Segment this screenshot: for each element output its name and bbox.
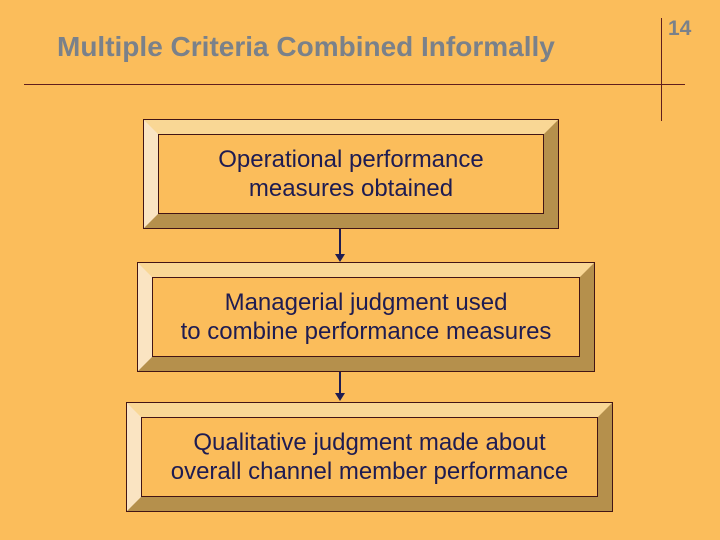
box-bevel-frame: Operational performance measures obtaine… bbox=[144, 120, 558, 228]
box-text: Managerial judgment used to combine perf… bbox=[152, 277, 580, 357]
flow-box-qualitative-judgment: Qualitative judgment made about overall … bbox=[126, 402, 613, 512]
box-text-line: measures obtained bbox=[248, 175, 454, 202]
flow-box-operational-measures: Operational performance measures obtaine… bbox=[143, 119, 559, 229]
connector-arrow-1 bbox=[334, 229, 346, 262]
arrow-head-down-icon bbox=[335, 393, 345, 401]
arrow-line bbox=[339, 372, 341, 393]
box-bevel-frame: Qualitative judgment made about overall … bbox=[127, 403, 612, 511]
arrow-line bbox=[339, 229, 341, 254]
box-text-line: overall channel member performance bbox=[170, 458, 569, 485]
flow-box-managerial-judgment: Managerial judgment used to combine perf… bbox=[137, 262, 595, 372]
title-underline-rule bbox=[24, 84, 685, 85]
box-text-line: to combine performance measures bbox=[180, 318, 552, 345]
box-text-line: Managerial judgment used bbox=[224, 289, 508, 316]
box-text: Operational performance measures obtaine… bbox=[158, 134, 544, 214]
box-text-line: Qualitative judgment made about bbox=[193, 429, 546, 456]
page-number: 14 bbox=[668, 17, 692, 40]
box-text: Qualitative judgment made about overall … bbox=[141, 417, 598, 497]
slide-title: Multiple Criteria Combined Informally bbox=[57, 31, 555, 62]
box-bevel-frame: Managerial judgment used to combine perf… bbox=[138, 263, 594, 371]
connector-arrow-2 bbox=[334, 372, 346, 401]
arrow-head-down-icon bbox=[335, 254, 345, 262]
header-vertical-rule bbox=[661, 18, 662, 121]
box-text-line: Operational performance bbox=[218, 146, 484, 173]
